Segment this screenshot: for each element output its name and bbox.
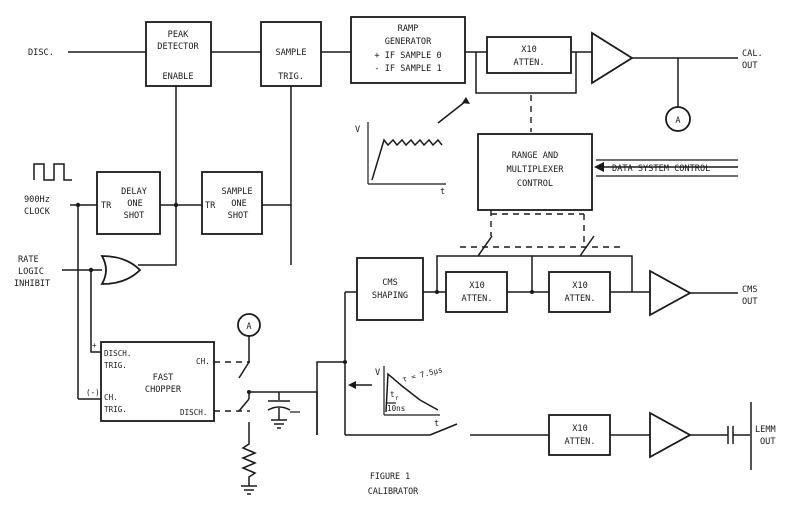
cms-amplifier	[649, 269, 692, 317]
sample-shot-label: SHOT	[228, 211, 249, 221]
atten-cms-2-label-2: ATTEN.	[564, 294, 595, 304]
chopper-fast-label: FAST	[153, 373, 174, 383]
lemm-amplifier	[649, 411, 692, 459]
logic-label: LOGIC	[18, 267, 44, 277]
signal-labels: DISC. 900Hz CLOCK RATE LOGIC INHIBIT CAL…	[14, 48, 776, 447]
pulse-rise-sub: r	[395, 395, 399, 402]
clock-label: CLOCK	[24, 207, 51, 217]
delay-tr-label: TR	[101, 201, 112, 211]
lemm-out-label-2: OUT	[760, 437, 776, 447]
ramp-label: RAMP	[398, 24, 419, 34]
disc-input-label: DISC.	[28, 48, 54, 58]
ramp-t-label: t	[440, 187, 445, 197]
atten-cal-block: X10 ATTEN.	[486, 36, 572, 74]
rate-label: RATE	[18, 255, 39, 265]
data-system-control-label-group: DATA SYSTEM CONTROL	[612, 164, 710, 174]
chopper-ch-trig-2: TRIG.	[104, 405, 127, 414]
sample-label: SAMPLE	[275, 48, 306, 58]
delay-one-label: ONE	[127, 199, 143, 209]
clock-freq-label: 900Hz	[24, 195, 50, 205]
sample-block: SAMPLE TRIG.	[260, 21, 322, 87]
cal-out-label-1: CAL.	[742, 49, 763, 59]
pulse-waveform-sketch: V t t r 10ns τ = 7.5μs	[375, 365, 443, 429]
ramp-waveform-sketch: V t	[355, 122, 446, 197]
range-mux-block: RANGE AND MULTIPLEXER CONTROL	[477, 133, 593, 211]
ramp-sample-1-label: - IF SAMPLE 1	[374, 64, 441, 74]
sample-one-label: ONE	[231, 199, 247, 209]
generator-label: GENERATOR	[385, 37, 432, 47]
lemm-out-label-1: LEMM	[755, 425, 776, 435]
cms-shaping-block: CMS SHAPING	[356, 257, 424, 321]
chopper-ch-out: CH.	[196, 357, 210, 366]
ramp-v-label: V	[355, 125, 360, 135]
fast-chopper-block: DISCH. TRIG. FAST CHOPPER CH. TRIG. CH. …	[86, 341, 215, 422]
atten-cms-1-label-2: ATTEN.	[461, 294, 492, 304]
data-system-control-label: DATA SYSTEM CONTROL	[612, 164, 710, 174]
multiplexer-label: MULTIPLEXER	[507, 165, 565, 175]
peak-detector-label-1: PEAK	[168, 30, 190, 40]
chopper-meter: A	[237, 313, 261, 337]
ramp-sample-0-label: + IF SAMPLE 0	[374, 51, 441, 61]
sample-one-shot-label: SAMPLE	[221, 187, 252, 197]
inhibit-label: INHIBIT	[14, 279, 50, 289]
atten-lemm-block: X10 ATTEN.	[548, 414, 611, 456]
sample-tr-label: TR	[205, 201, 216, 211]
cms-out-label-1: CMS	[742, 285, 758, 295]
atten-cal-label-2: ATTEN.	[513, 58, 544, 68]
clock-waveform-icon	[33, 163, 72, 181]
control-label: CONTROL	[517, 179, 553, 189]
chopper-ch-trig-1: CH.	[104, 393, 118, 402]
atten-cms-1-label-1: X10	[469, 281, 485, 291]
cal-meter: A	[665, 106, 691, 132]
peak-detector-label-2: DETECTOR	[157, 42, 199, 52]
pulse-t-label: t	[434, 419, 439, 429]
chopper-label: CHOPPER	[145, 385, 182, 395]
atten-cal-label-1: X10	[521, 45, 537, 55]
pulse-tau-label: τ = 7.5μs	[401, 365, 443, 384]
shaping-label: SHAPING	[372, 291, 408, 301]
sample-trig-label: TRIG.	[278, 72, 304, 82]
delay-shot-label: SHOT	[124, 211, 145, 221]
figure-title: CALIBRATOR	[368, 486, 419, 496]
pulse-rise-time: 10ns	[387, 404, 405, 413]
peak-detector-block: PEAK DETECTOR ENABLE	[145, 21, 212, 87]
range-label: RANGE AND	[512, 151, 559, 161]
cal-out-label-2: OUT	[742, 61, 758, 71]
or-gate	[100, 255, 142, 285]
sample-one-shot-block: SAMPLE ONE SHOT TR	[201, 171, 263, 235]
figure-number: FIGURE 1	[370, 471, 410, 481]
atten-lemm-label-2: ATTEN.	[564, 437, 595, 447]
meter-icon: A	[246, 322, 252, 332]
chopper-minus-input: (-)	[86, 388, 100, 397]
atten-lemm-label-1: X10	[572, 424, 588, 434]
ramp-generator-block: RAMP GENERATOR + IF SAMPLE 0 - IF SAMPLE…	[350, 16, 466, 84]
meter-icon: A	[675, 116, 681, 126]
atten-cms-2-block: X10 ATTEN.	[548, 271, 611, 313]
pulse-rise-label: t	[390, 390, 395, 399]
chopper-disch-out: DISCH.	[180, 408, 207, 417]
wires	[62, 51, 752, 495]
delay-label: DELAY	[121, 187, 148, 197]
atten-cms-2-label-1: X10	[572, 281, 588, 291]
cal-amplifier	[591, 31, 634, 85]
peak-detector-enable: ENABLE	[162, 72, 193, 82]
chopper-disch-trig-2: TRIG.	[104, 361, 127, 370]
cms-label: CMS	[382, 278, 398, 288]
pulse-v-label: V	[375, 368, 380, 378]
chopper-plus-input: +	[92, 341, 97, 350]
delay-one-shot-block: DELAY ONE SHOT TR	[96, 171, 161, 235]
cms-out-label-2: OUT	[742, 297, 758, 307]
chopper-disch-trig-1: DISCH.	[104, 349, 131, 358]
atten-cms-1-block: X10 ATTEN.	[445, 271, 508, 313]
figure-caption: FIGURE 1 CALIBRATOR	[368, 471, 419, 496]
